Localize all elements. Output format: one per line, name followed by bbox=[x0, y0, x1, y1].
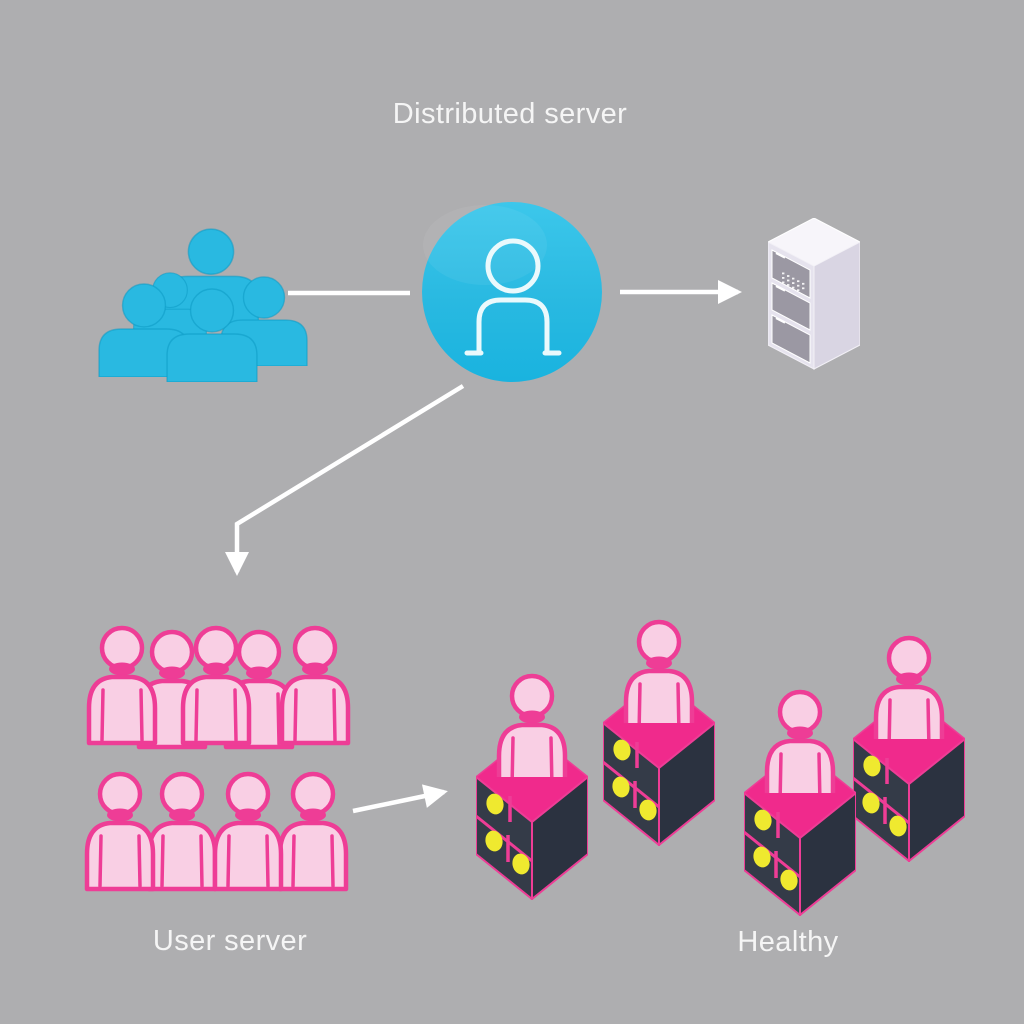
label-healthy: Healthy bbox=[737, 926, 839, 958]
pink-user-group-row1 bbox=[89, 628, 348, 747]
server-unit bbox=[476, 676, 588, 899]
user-icon bbox=[149, 774, 215, 889]
healthy-server-units bbox=[476, 622, 965, 915]
server-unit bbox=[603, 622, 715, 845]
user-icon bbox=[282, 628, 348, 743]
arrow-hub-to-user-server bbox=[225, 384, 465, 576]
user-icon bbox=[215, 774, 281, 889]
user-icon bbox=[280, 774, 346, 889]
pink-user-group-row2 bbox=[87, 774, 346, 889]
user-icon bbox=[87, 774, 153, 889]
server-rack bbox=[768, 218, 860, 370]
server-unit bbox=[744, 692, 856, 915]
hub-circle bbox=[422, 202, 602, 382]
arrow-users-to-healthy bbox=[352, 784, 448, 814]
label-user-server: User server bbox=[152, 925, 308, 957]
diagram-title: Distributed server bbox=[392, 98, 628, 130]
server-unit bbox=[853, 638, 965, 861]
person-icon bbox=[464, 238, 562, 356]
cyan-user-group bbox=[98, 228, 308, 382]
user-icon bbox=[89, 628, 155, 743]
